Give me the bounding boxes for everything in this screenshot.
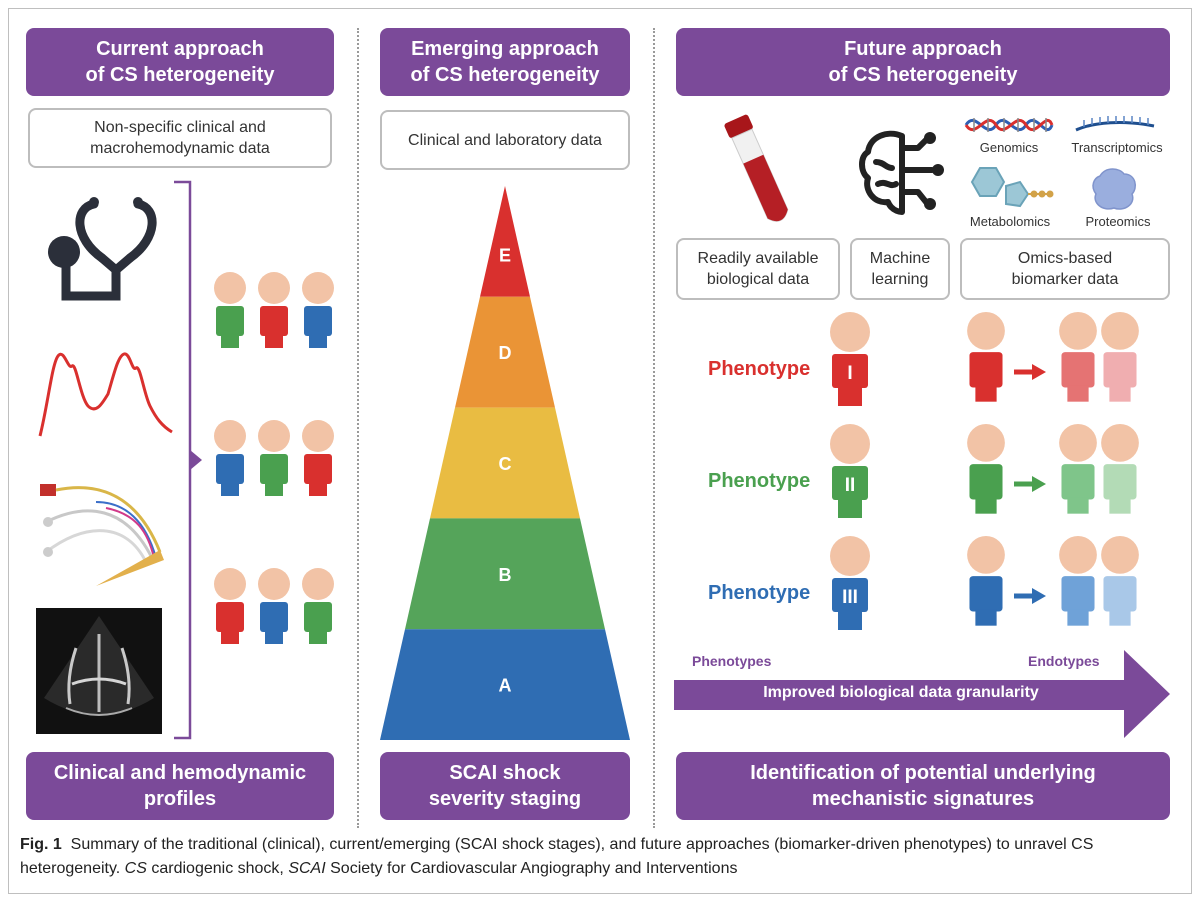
- omics-biomarker-box: Omics-based biomarker data: [960, 238, 1170, 300]
- caption-abbr-cs-def: cardiogenic shock,: [151, 860, 284, 877]
- person-icon: [302, 420, 334, 496]
- scai-stage-label: A: [499, 676, 512, 696]
- person-icon: [1059, 312, 1097, 402]
- stethoscope-icon: [48, 197, 157, 301]
- genomics-label: Genomics: [979, 140, 1039, 155]
- emerging-data-box: Clinical and laboratory data: [380, 110, 630, 170]
- endotypes-arrow-label: Endotypes: [1028, 653, 1100, 669]
- catheter-icon: [40, 484, 164, 586]
- machine-learning-brain-icon: [859, 130, 944, 215]
- person-icon: [258, 272, 290, 348]
- person-icon: [214, 568, 246, 644]
- scai-stage-label: B: [499, 565, 512, 585]
- column-divider: [357, 28, 359, 828]
- emerging-approach-header: Emerging approach of CS heterogeneity: [380, 28, 630, 96]
- person-icon: [967, 312, 1005, 402]
- protein-icon: [1092, 168, 1137, 210]
- caption-fig-label: Fig. 1: [20, 836, 62, 853]
- future-approach-footer: Identification of potential underlying m…: [676, 752, 1170, 820]
- scai-stage-c: [430, 407, 580, 519]
- figure-caption: Fig. 1 Summary of the traditional (clini…: [20, 833, 1180, 881]
- endotype-arrowhead: [1032, 476, 1046, 492]
- endotype-arrowhead: [1032, 364, 1046, 380]
- scai-stage-label: E: [499, 245, 511, 265]
- phenotype-numeral: II: [845, 475, 856, 496]
- figure-frame: [8, 8, 1192, 894]
- person-icon: [1101, 312, 1139, 402]
- caption-abbr-scai-def: Society for Cardiovascular Angiography a…: [330, 860, 738, 877]
- blood-tube-icon: [724, 114, 789, 222]
- scai-shock-pyramid: E D C B A: [380, 186, 630, 740]
- bracket: [174, 180, 202, 740]
- echocardiogram-image: [36, 608, 162, 734]
- current-approach-header: Current approach of CS heterogeneity: [26, 28, 334, 96]
- metabolite-icon: [970, 167, 1054, 208]
- scai-stage-b: [405, 518, 605, 630]
- phenotype-row-graphic: I: [830, 312, 1139, 406]
- phenotype-row-graphic: III: [830, 536, 1139, 630]
- phenotype-numeral: I: [847, 363, 852, 384]
- future-approach-header: Future approach of CS heterogeneity: [676, 28, 1170, 96]
- current-approach-footer: Clinical and hemodynamic profiles: [26, 752, 334, 820]
- caption-abbr-scai: SCAI: [288, 860, 326, 877]
- phenotype-label: Phenotype: [708, 470, 811, 492]
- person-icon: [1059, 424, 1097, 514]
- person-icon: [1101, 536, 1139, 626]
- caption-abbr-cs: CS: [124, 860, 147, 877]
- phenotype-person-icon: [830, 536, 870, 630]
- pressure-waveform-icon: [38, 352, 173, 437]
- person-icon: [302, 568, 334, 644]
- rna-icon: [1075, 116, 1155, 132]
- phenotype-person-icon: [830, 312, 870, 406]
- scai-stage-d: [455, 296, 555, 408]
- patient-group-grid: [214, 272, 334, 644]
- machine-learning-box: Machine learning: [850, 238, 950, 300]
- column-divider: [653, 28, 655, 828]
- caption-text: Summary of the traditional (clinical), c…: [20, 836, 1094, 877]
- phenotype-numeral: III: [842, 587, 858, 608]
- scai-stage-e: [480, 186, 530, 297]
- emerging-approach-footer: SCAI shock severity staging: [380, 752, 630, 820]
- granularity-arrow: [674, 650, 1170, 738]
- phenotypes-arrow-label: Phenotypes: [692, 653, 772, 669]
- granularity-arrow-text: Improved biological data granularity: [763, 684, 1039, 701]
- transcriptomics-label: Transcriptomics: [1071, 140, 1163, 155]
- person-icon: [302, 272, 334, 348]
- readily-available-data-box: Readily available biological data: [676, 238, 840, 300]
- scai-stage-label: D: [499, 343, 512, 363]
- person-icon: [214, 272, 246, 348]
- person-icon: [1101, 424, 1139, 514]
- phenotype-label: Phenotype: [708, 358, 811, 380]
- metabolomics-label: Metabolomics: [969, 214, 1051, 229]
- proteomics-label: Proteomics: [1085, 214, 1151, 229]
- phenotype-label: Phenotype: [708, 582, 811, 604]
- scai-stage-a: [380, 629, 630, 740]
- scai-stage-label: C: [499, 454, 512, 474]
- phenotype-row-graphic: II: [830, 424, 1139, 518]
- dna-icon: [964, 118, 1054, 132]
- phenotype-person-icon: [830, 424, 870, 518]
- current-data-box: Non-specific clinical and macrohemodynam…: [28, 108, 332, 168]
- person-icon: [967, 536, 1005, 626]
- person-icon: [1059, 536, 1097, 626]
- endotype-arrowhead: [1032, 588, 1046, 604]
- person-icon: [214, 420, 246, 496]
- person-icon: [258, 420, 290, 496]
- person-icon: [258, 568, 290, 644]
- person-icon: [967, 424, 1005, 514]
